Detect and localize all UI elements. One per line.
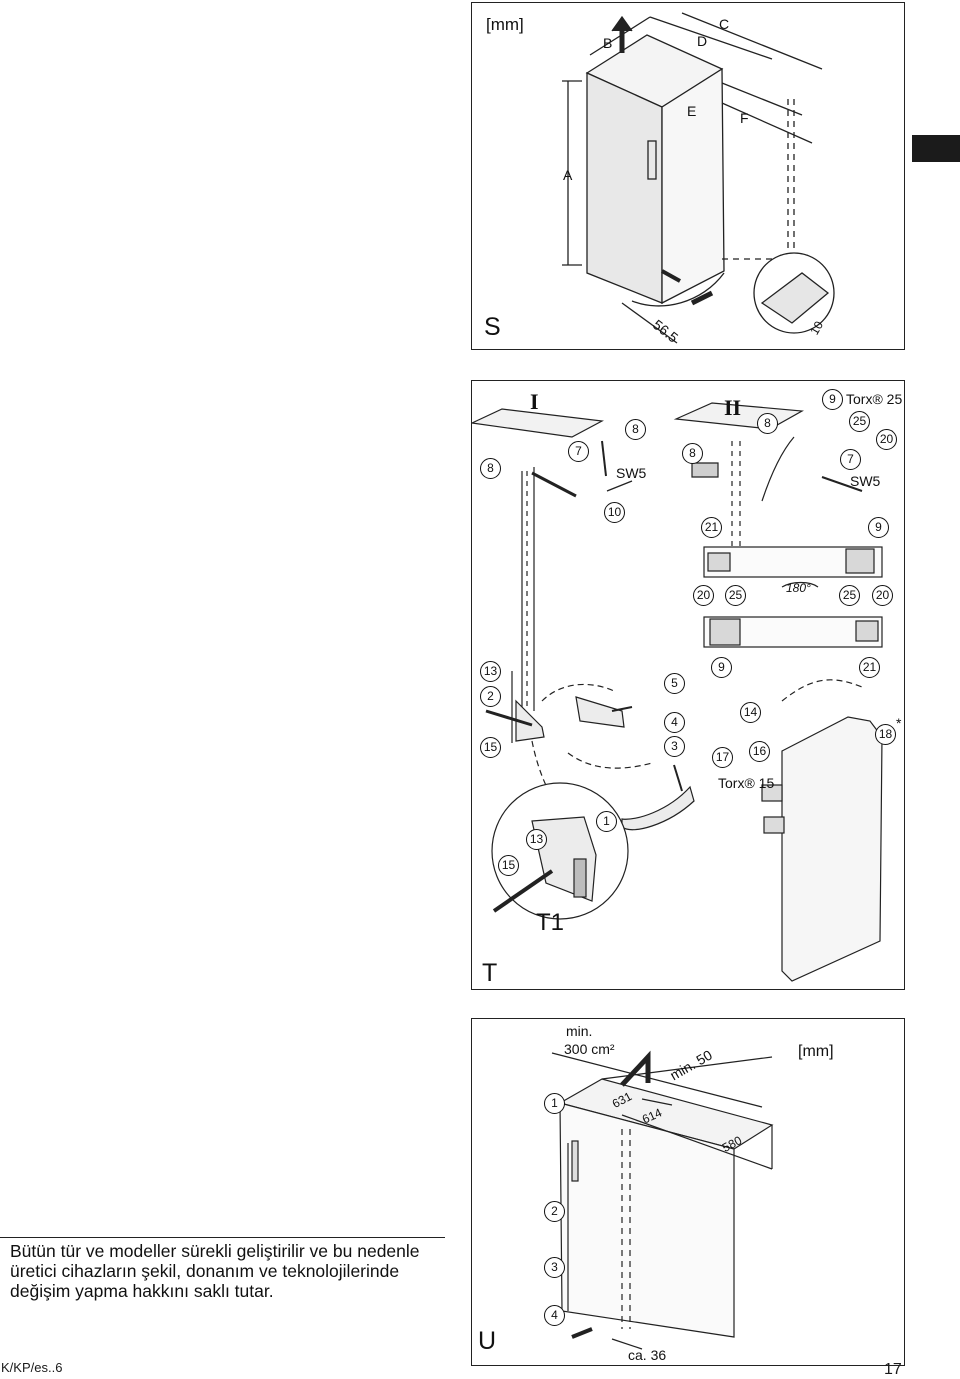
callout-4: 4 xyxy=(664,712,685,733)
callout-13: 13 xyxy=(526,829,547,850)
panel-u-installation: U [mm] min. 300 cm² min. 50 631 614 580 … xyxy=(471,1018,905,1366)
callout-8: 8 xyxy=(757,413,778,434)
dim-f: F xyxy=(740,110,749,126)
callout-15: 15 xyxy=(480,737,501,758)
callout-25: 25 xyxy=(725,585,746,606)
dim-d: D xyxy=(697,33,708,49)
notice-divider xyxy=(0,1237,445,1238)
panel-label-t1: T1 xyxy=(536,909,565,936)
callout-2: 2 xyxy=(544,1201,565,1222)
torx-15-label: Torx® 15 xyxy=(718,775,775,791)
dim-e: E xyxy=(687,103,697,119)
callout-25: 25 xyxy=(849,411,870,432)
dim-ca36: ca. 36 xyxy=(628,1347,667,1363)
angle-label: 180° xyxy=(786,581,811,595)
fridge-dimension-drawing xyxy=(562,12,835,344)
callout-20: 20 xyxy=(693,585,714,606)
sw5-left-label: SW5 xyxy=(616,465,647,481)
panel-s-dimensions: S [mm] A B C D E F 56.5 10 xyxy=(471,2,905,350)
callout-8: 8 xyxy=(682,443,703,464)
callout-21: 21 xyxy=(859,657,880,678)
callout-15: 15 xyxy=(498,855,519,876)
callout-7: 7 xyxy=(568,441,589,462)
unit-label: [mm] xyxy=(798,1043,834,1060)
callout-3: 3 xyxy=(544,1257,565,1278)
unit-label: [mm] xyxy=(486,15,524,34)
dim-a: A xyxy=(563,167,573,183)
panel-label-u: U xyxy=(478,1327,497,1355)
notice-text: Bütün tür ve modeller sürekli geliştiril… xyxy=(10,1241,420,1301)
callout-21: 21 xyxy=(701,517,722,538)
callout-8: 8 xyxy=(480,458,501,479)
callout-20: 20 xyxy=(876,429,897,450)
callout-2: 2 xyxy=(480,686,501,707)
callout-18: 18 xyxy=(875,724,896,745)
callout-16: 16 xyxy=(749,741,770,762)
step-2-label: II xyxy=(724,395,742,420)
panel-t-door-reversal: T T1 I II Torx® 25 Torx® 15 SW5 SW5 180°… xyxy=(471,380,905,990)
callout-1: 1 xyxy=(596,811,617,832)
callout-3: 3 xyxy=(664,736,685,757)
callout-17: 17 xyxy=(712,747,733,768)
callout-20: 20 xyxy=(872,585,893,606)
callout-4: 4 xyxy=(544,1305,565,1326)
document-code: K/KP/es..6 xyxy=(1,1360,63,1375)
callout-10: 10 xyxy=(604,502,625,523)
step-1-label: I xyxy=(530,389,539,414)
callout-9: 9 xyxy=(868,517,889,538)
callout-14: 14 xyxy=(740,702,761,723)
callout-13: 13 xyxy=(480,661,501,682)
vent-area-label: 300 cm² xyxy=(564,1041,615,1057)
panel-label-t: T xyxy=(482,959,498,987)
callout-25: 25 xyxy=(839,585,860,606)
callout-9: 9 xyxy=(822,389,843,410)
dim-b: B xyxy=(603,35,613,51)
panel-label-s: S xyxy=(484,313,501,341)
page-number: 17 xyxy=(884,1361,902,1378)
torx-25-label: Torx® 25 xyxy=(846,391,903,407)
asterisk: * xyxy=(896,715,902,731)
callout-8: 8 xyxy=(625,419,646,440)
dim-c: C xyxy=(719,16,730,32)
callout-1: 1 xyxy=(544,1093,565,1114)
installation-drawing xyxy=(551,1050,774,1350)
callout-7: 7 xyxy=(840,449,861,470)
sw5-right-label: SW5 xyxy=(850,473,881,489)
door-reversal-drawing xyxy=(472,402,883,982)
callout-9: 9 xyxy=(711,657,732,678)
callout-5: 5 xyxy=(664,673,685,694)
section-tab xyxy=(912,135,960,162)
vent-min-label: min. xyxy=(566,1023,593,1039)
